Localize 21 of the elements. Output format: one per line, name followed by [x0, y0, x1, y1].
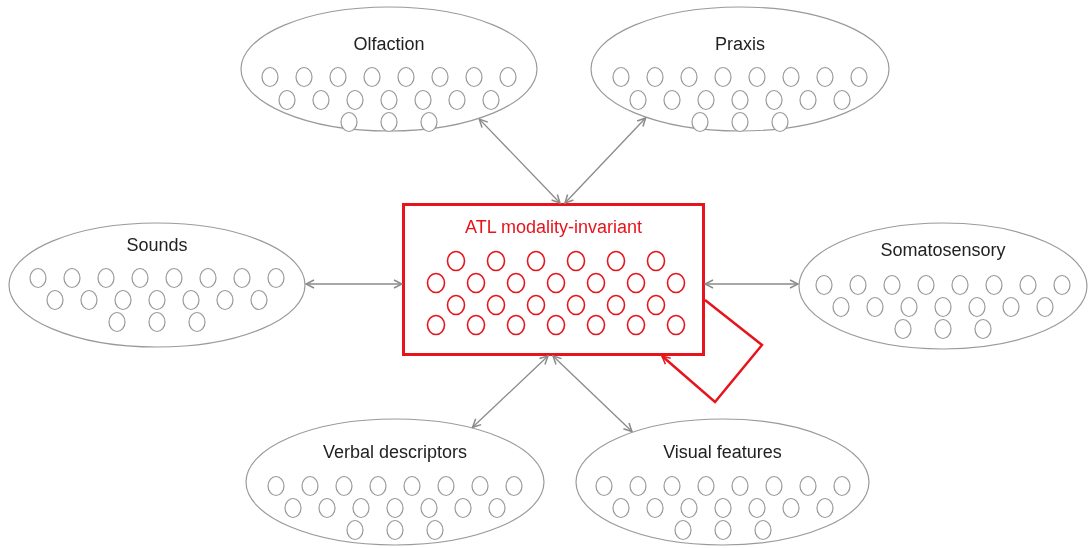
node-label: Sounds	[126, 233, 188, 257]
ellipse-node	[8, 222, 306, 348]
ellipse-node	[245, 418, 545, 546]
arrow	[704, 279, 799, 289]
node-label: Somatosensory	[880, 238, 1006, 262]
node-label: Praxis	[715, 32, 765, 56]
node-label: Olfaction	[353, 32, 425, 56]
hub-box	[402, 203, 705, 356]
ellipse-node	[575, 418, 870, 546]
node-label: Verbal descriptors	[322, 440, 468, 464]
arrow	[305, 279, 403, 289]
arrow	[564, 117, 647, 204]
ellipse-node	[240, 6, 538, 132]
arrow	[552, 355, 633, 433]
arrow	[661, 299, 764, 404]
arrow	[471, 355, 549, 428]
node-label: ATL modality-invariant	[464, 215, 643, 239]
ellipse-node	[798, 222, 1088, 350]
ellipse-node	[590, 6, 890, 132]
arrow	[478, 118, 561, 204]
node-label: Visual features	[663, 440, 782, 464]
